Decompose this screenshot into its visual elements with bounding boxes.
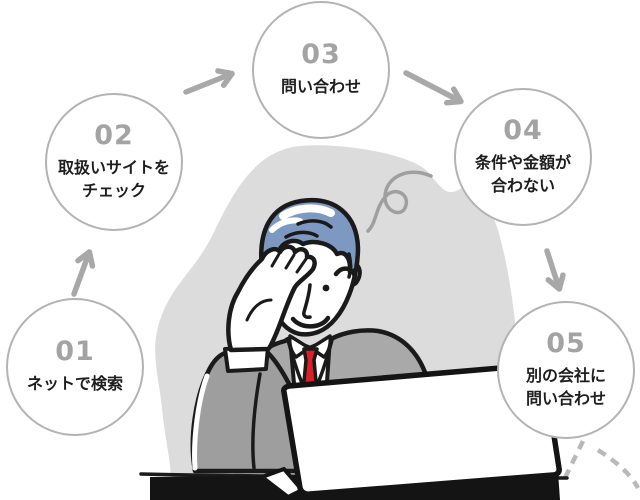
arrow-step3-to-step4 (403, 70, 464, 106)
man-nose (302, 283, 312, 319)
man-hair-line-1 (296, 219, 333, 229)
step-label: 別の会社に 問い合わせ (525, 365, 606, 408)
step-circle-03: 03 問い合わせ (252, 1, 390, 139)
laptop-screen-back (281, 362, 562, 497)
step-label: 取扱いサイトを チェック (57, 157, 170, 200)
step-circle-04: 04 条件や金額が 合わない (454, 88, 592, 226)
man-eye-right (322, 284, 330, 292)
dashed-return-arrow-tail (596, 448, 640, 490)
step-number: 02 (94, 119, 134, 151)
man-hair-highlight (279, 204, 335, 220)
man-sleeve-highlight (192, 373, 210, 471)
man-hair-highlight-2 (269, 217, 303, 233)
step-label: 問い合わせ (280, 77, 361, 97)
step-label: 条件や金額が 合わない (474, 152, 571, 195)
step-circle-01: 01 ネットで検索 (6, 298, 144, 436)
arrow-step1-to-step2 (71, 249, 96, 297)
arrow-step2-to-step3 (183, 68, 235, 95)
man-eyebrow-right (333, 266, 358, 279)
confusion-squiggle-icon (366, 170, 433, 233)
step-number: 01 (55, 336, 95, 368)
man-sideburn (347, 252, 353, 279)
step-number: 05 (546, 327, 586, 359)
man-mouth-frown (290, 315, 331, 329)
man-hair-line-2 (284, 230, 319, 239)
step-number: 04 (503, 114, 543, 146)
man-hand (226, 244, 317, 353)
man-thumb-line (245, 298, 273, 322)
arrow-step4-to-step5 (544, 248, 566, 292)
step-number: 03 (301, 39, 341, 71)
man-finger-line-3 (295, 257, 308, 274)
laptop-icon (260, 362, 562, 499)
man-finger-line-2 (284, 253, 296, 270)
step-label: ネットで検索 (26, 374, 123, 394)
man-finger-line-1 (270, 252, 281, 268)
step-circle-05: 05 別の会社に 問い合わせ (497, 301, 635, 439)
man-sleeve-fold (251, 372, 262, 470)
step-circle-02: 02 取扱いサイトを チェック (45, 93, 183, 231)
